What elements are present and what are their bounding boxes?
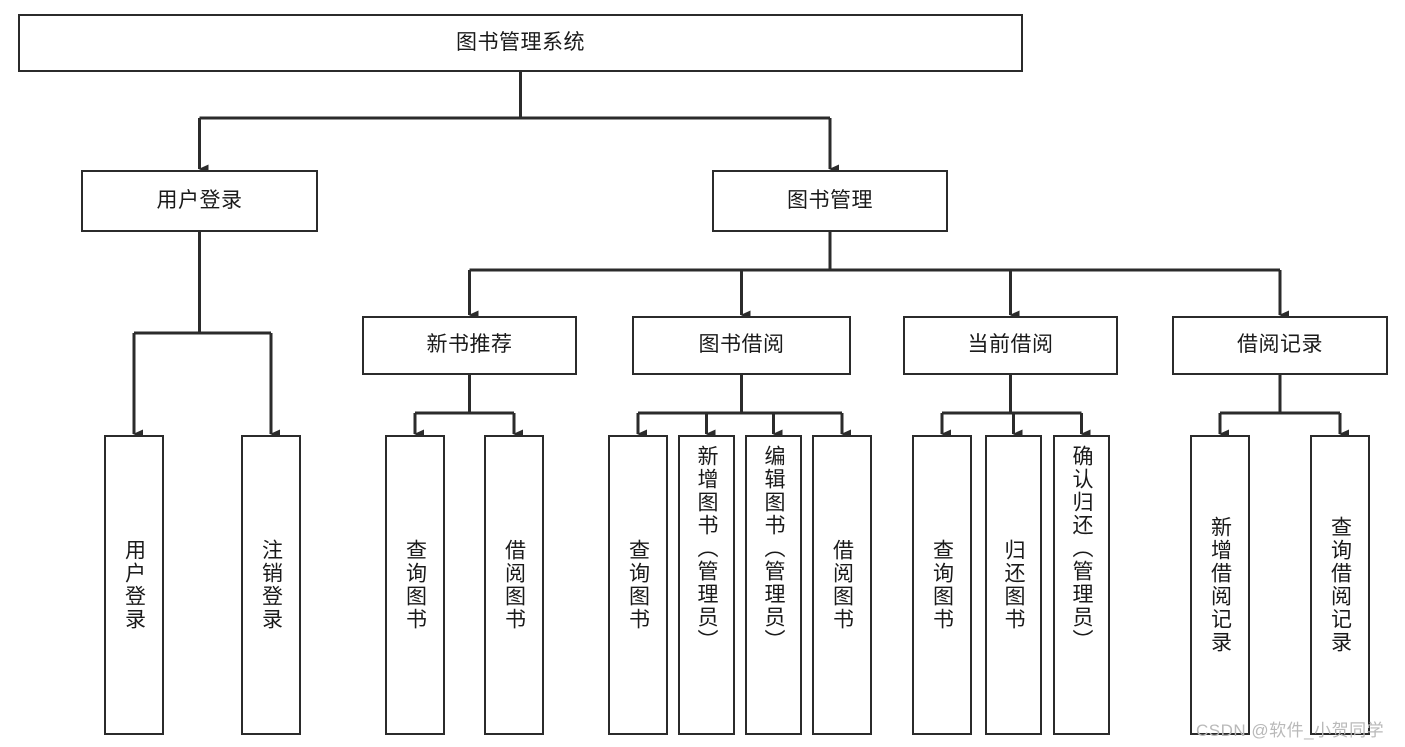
node-label: 新增图书（管理员） bbox=[695, 445, 718, 652]
node-label: 用户登录 bbox=[122, 539, 146, 631]
node-label: 新书推荐 bbox=[426, 333, 513, 357]
leaf-current-query-book[interactable]: 查询图书 bbox=[912, 435, 972, 735]
node-book-borrow[interactable]: 图书借阅 bbox=[632, 316, 851, 375]
node-label: 注销登录 bbox=[259, 539, 283, 631]
node-label: 当前借阅 bbox=[967, 333, 1054, 357]
node-label: 图书借阅 bbox=[698, 333, 785, 357]
node-label: 借阅图书 bbox=[502, 539, 526, 631]
leaf-borrow-borrow-book[interactable]: 借阅图书 bbox=[812, 435, 872, 735]
node-label: 编辑图书（管理员） bbox=[762, 445, 785, 652]
node-label: 借阅记录 bbox=[1237, 333, 1323, 357]
node-label: 归还图书 bbox=[1002, 539, 1025, 631]
node-label: 借阅图书 bbox=[830, 539, 854, 631]
node-new-book-recommend[interactable]: 新书推荐 bbox=[362, 316, 577, 375]
node-label: 查询图书 bbox=[403, 539, 427, 631]
leaf-recommend-borrow-book[interactable]: 借阅图书 bbox=[484, 435, 544, 735]
leaf-record-query[interactable]: 查询借阅记录 bbox=[1310, 435, 1370, 735]
node-label: 确认归还（管理员） bbox=[1070, 445, 1093, 652]
leaf-user-logout[interactable]: 注销登录 bbox=[241, 435, 301, 735]
csdn-watermark: CSDN @软件_小贺同学 bbox=[1196, 721, 1385, 740]
node-label: 查询图书 bbox=[626, 539, 650, 631]
node-label: 新增借阅记录 bbox=[1208, 516, 1232, 654]
leaf-user-login[interactable]: 用户登录 bbox=[104, 435, 164, 735]
leaf-record-add[interactable]: 新增借阅记录 bbox=[1190, 435, 1250, 735]
leaf-current-confirm-return-admin[interactable]: 确认归还（管理员） bbox=[1053, 435, 1110, 735]
leaf-borrow-query-book[interactable]: 查询图书 bbox=[608, 435, 668, 735]
node-label: 图书管理系统 bbox=[456, 30, 585, 54]
node-borrow-record[interactable]: 借阅记录 bbox=[1172, 316, 1388, 375]
node-user-login[interactable]: 用户登录 bbox=[81, 170, 318, 232]
leaf-current-return-book[interactable]: 归还图书 bbox=[985, 435, 1042, 735]
leaf-borrow-add-book-admin[interactable]: 新增图书（管理员） bbox=[678, 435, 735, 735]
node-current-borrow[interactable]: 当前借阅 bbox=[903, 316, 1118, 375]
node-label: 查询图书 bbox=[930, 539, 954, 631]
node-root[interactable]: 图书管理系统 bbox=[18, 14, 1023, 72]
node-label: 图书管理 bbox=[787, 188, 873, 212]
leaf-recommend-query-book[interactable]: 查询图书 bbox=[385, 435, 445, 735]
leaf-borrow-edit-book-admin[interactable]: 编辑图书（管理员） bbox=[745, 435, 802, 735]
node-label: 查询借阅记录 bbox=[1328, 516, 1352, 654]
node-book-management[interactable]: 图书管理 bbox=[712, 170, 948, 232]
node-label: 用户登录 bbox=[156, 188, 243, 212]
